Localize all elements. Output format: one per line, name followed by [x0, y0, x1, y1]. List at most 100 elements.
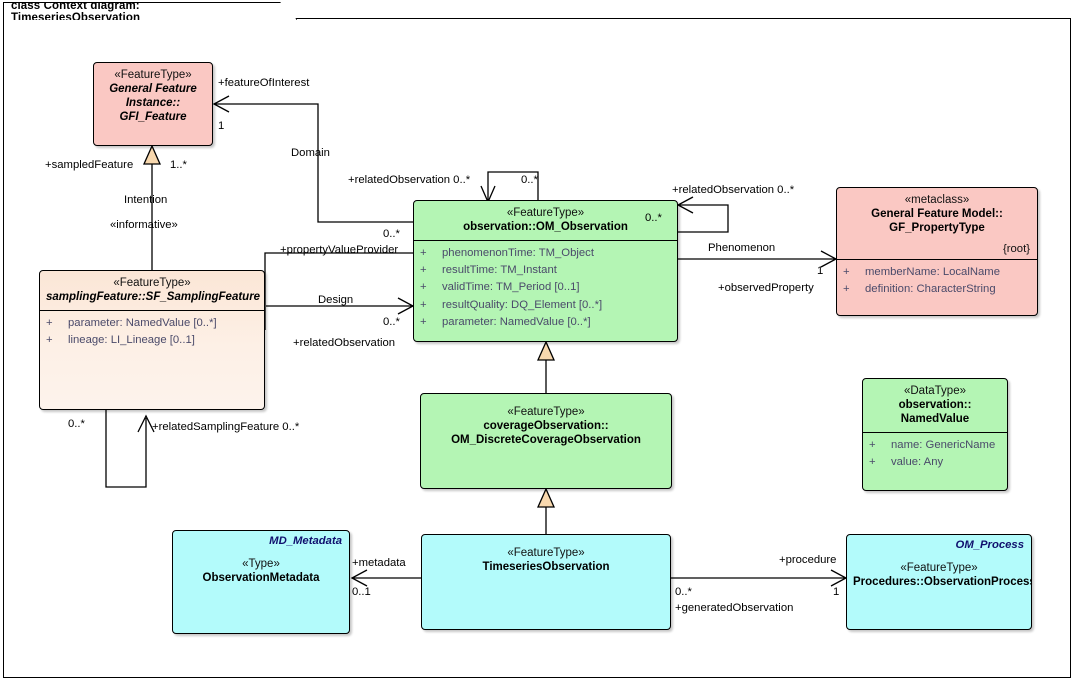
label-procedure: +procedure: [779, 554, 837, 566]
stereotype: «FeatureType»: [506, 207, 585, 219]
diagram-frame: [3, 18, 1071, 678]
label-sampled-feature: +sampledFeature: [45, 159, 134, 171]
divider: [863, 432, 1007, 434]
label-related-observation-left-mult: 0..*: [383, 316, 400, 328]
class-timeseriesobservation[interactable]: «FeatureType» TimeseriesObservation: [421, 534, 671, 630]
class-gfi-feature[interactable]: «FeatureType» General Feature Instance::…: [93, 62, 213, 146]
om-observation-corner-multiplicity: 0..*: [645, 212, 662, 224]
divider: [837, 259, 1037, 261]
attribute-list: + memberName: LocalName + definition: Ch…: [837, 260, 1037, 303]
class-om-discretecoverageobservation-header: «FeatureType» coverageObservation:: OM_D…: [421, 394, 671, 453]
attribute-text: name: GenericName: [891, 439, 996, 452]
attribute-text: validTime: TM_Period [0..1]: [442, 281, 580, 294]
label-metadata-mult: 0..1: [352, 586, 371, 598]
diagram-title: class Context diagram: TimeseriesObserva…: [11, 0, 141, 24]
attribute-row: + resultQuality: DQ_Element [0..*]: [420, 297, 673, 314]
class-name-line: General Feature Model::: [871, 208, 1003, 221]
attribute-list: + name: GenericName + value: Any: [863, 433, 1007, 476]
class-name-line: OM_DiscreteCoverageObservation: [451, 434, 641, 447]
class-name-line: General Feature: [109, 83, 197, 96]
visibility: +: [46, 317, 53, 330]
attribute-row: + phenomenonTime: TM_Object: [420, 245, 673, 262]
class-name-line: observation::OM_Observation: [463, 221, 628, 234]
label-related-sampling-feature-mult: 0..*: [68, 418, 85, 430]
stereotype: «FeatureType»: [507, 406, 585, 418]
divider: [40, 310, 264, 312]
class-observationprocess-header: «FeatureType» Procedures::ObservationPro…: [847, 535, 1031, 595]
class-gf-propertytype[interactable]: «metaclass» General Feature Model:: GF_P…: [836, 187, 1038, 316]
label-informative: «informative»: [110, 219, 178, 231]
label-intention: Intention: [124, 194, 168, 206]
visibility: +: [420, 247, 427, 260]
class-sf-sampling-feature[interactable]: «FeatureType» samplingFeature::SF_Sampli…: [39, 270, 265, 410]
class-observationmetadata-header: «Type» ObservationMetadata: [173, 531, 349, 591]
attribute-text: value: Any: [891, 456, 944, 469]
class-observationmetadata[interactable]: MD_Metadata «Type» ObservationMetadata: [172, 530, 350, 634]
attribute-text: parameter: NamedValue [0..*]: [68, 317, 217, 330]
class-om-observation-header: «FeatureType» observation::OM_Observatio…: [414, 201, 677, 240]
class-name-line: GF_PropertyType: [889, 222, 985, 235]
label-related-sampling-feature: +relatedSamplingFeature 0..*: [152, 421, 300, 433]
package-label: OM_Process: [955, 539, 1024, 551]
visibility: +: [420, 298, 427, 311]
class-name-line: observation::: [898, 399, 972, 412]
class-name-line: samplingFeature::SF_SamplingFeature: [46, 291, 261, 304]
class-name-line: GFI_Feature: [119, 111, 187, 124]
diagram-title-tab: class Context diagram: TimeseriesObserva…: [3, 2, 297, 20]
class-name-line: TimeseriesObservation: [482, 561, 610, 574]
class-namedvalue-header: «DataType» observation:: NamedValue: [863, 379, 1007, 432]
label-feature-of-interest-mult: 1: [218, 120, 225, 132]
root-constraint: {root}: [1002, 243, 1030, 256]
label-feature-of-interest: +featureOfInterest: [218, 77, 310, 89]
attribute-list: + phenomenonTime: TM_Object + resultTime…: [414, 241, 677, 336]
visibility: +: [420, 315, 427, 328]
label-related-observation-right: +relatedObservation 0..*: [672, 184, 795, 196]
label-observed-property-mult: 1: [817, 265, 824, 277]
class-sf-sampling-feature-header: «FeatureType» samplingFeature::SF_Sampli…: [40, 271, 264, 310]
attribute-row: + definition: CharacterString: [843, 281, 1033, 298]
attribute-text: lineage: LI_Lineage [0..1]: [68, 334, 195, 347]
class-om-observation[interactable]: «FeatureType» observation::OM_Observatio…: [413, 200, 678, 342]
label-procedure-mult: 1: [833, 586, 840, 598]
label-observed-property: +observedProperty: [718, 282, 814, 294]
attribute-row: + parameter: NamedValue [0..*]: [420, 314, 673, 331]
package-label: MD_Metadata: [269, 535, 342, 547]
attribute-row: + validTime: TM_Period [0..1]: [420, 279, 673, 296]
class-gf-propertytype-header: «metaclass» General Feature Model:: GF_P…: [837, 188, 1037, 241]
attribute-text: definition: CharacterString: [865, 283, 996, 296]
attribute-list: + parameter: NamedValue [0..*] + lineage…: [40, 311, 264, 354]
stereotype: «FeatureType»: [900, 562, 978, 574]
label-phenomenon: Phenomenon: [708, 242, 776, 254]
attribute-text: resultTime: TM_Instant: [442, 264, 557, 277]
stereotype: «FeatureType»: [507, 547, 585, 559]
class-name-line: Procedures::ObservationProcess: [853, 576, 1032, 589]
label-domain: Domain: [291, 147, 330, 159]
visibility: +: [843, 283, 850, 296]
label-property-value-provider: +propertyValueProvider: [280, 244, 399, 256]
label-sampled-feature-mult: 1..*: [170, 159, 187, 171]
attribute-text: parameter: NamedValue [0..*]: [442, 315, 591, 328]
attribute-text: resultQuality: DQ_Element [0..*]: [442, 298, 603, 311]
label-related-observation-top-mult: 0..*: [521, 174, 538, 186]
attribute-row: + parameter: NamedValue [0..*]: [46, 315, 260, 332]
attribute-row: + name: GenericName: [869, 437, 1003, 454]
label-generated-observation: +generatedObservation: [675, 602, 794, 614]
stereotype: «FeatureType»: [113, 277, 191, 289]
visibility: +: [46, 334, 53, 347]
class-name-line: ObservationMetadata: [202, 572, 320, 585]
class-name-line: NamedValue: [900, 413, 970, 426]
class-timeseriesobservation-header: «FeatureType» TimeseriesObservation: [422, 535, 670, 580]
class-gfi-feature-header: «FeatureType» General Feature Instance::…: [94, 63, 212, 130]
label-generated-observation-mult: 0..*: [675, 586, 692, 598]
class-om-discretecoverageobservation[interactable]: «FeatureType» coverageObservation:: OM_D…: [420, 393, 672, 489]
class-observationprocess[interactable]: OM_Process «FeatureType» Procedures::Obs…: [846, 534, 1032, 630]
visibility: +: [869, 456, 876, 469]
stereotype: «Type»: [242, 558, 280, 570]
class-namedvalue[interactable]: «DataType» observation:: NamedValue + na…: [862, 378, 1008, 491]
label-related-observation-left: +relatedObservation: [293, 337, 396, 349]
stereotype: «metaclass»: [904, 194, 970, 206]
class-name-line: coverageObservation::: [483, 420, 609, 433]
attribute-row: + memberName: LocalName: [843, 264, 1033, 281]
attribute-row: + resultTime: TM_Instant: [420, 262, 673, 279]
